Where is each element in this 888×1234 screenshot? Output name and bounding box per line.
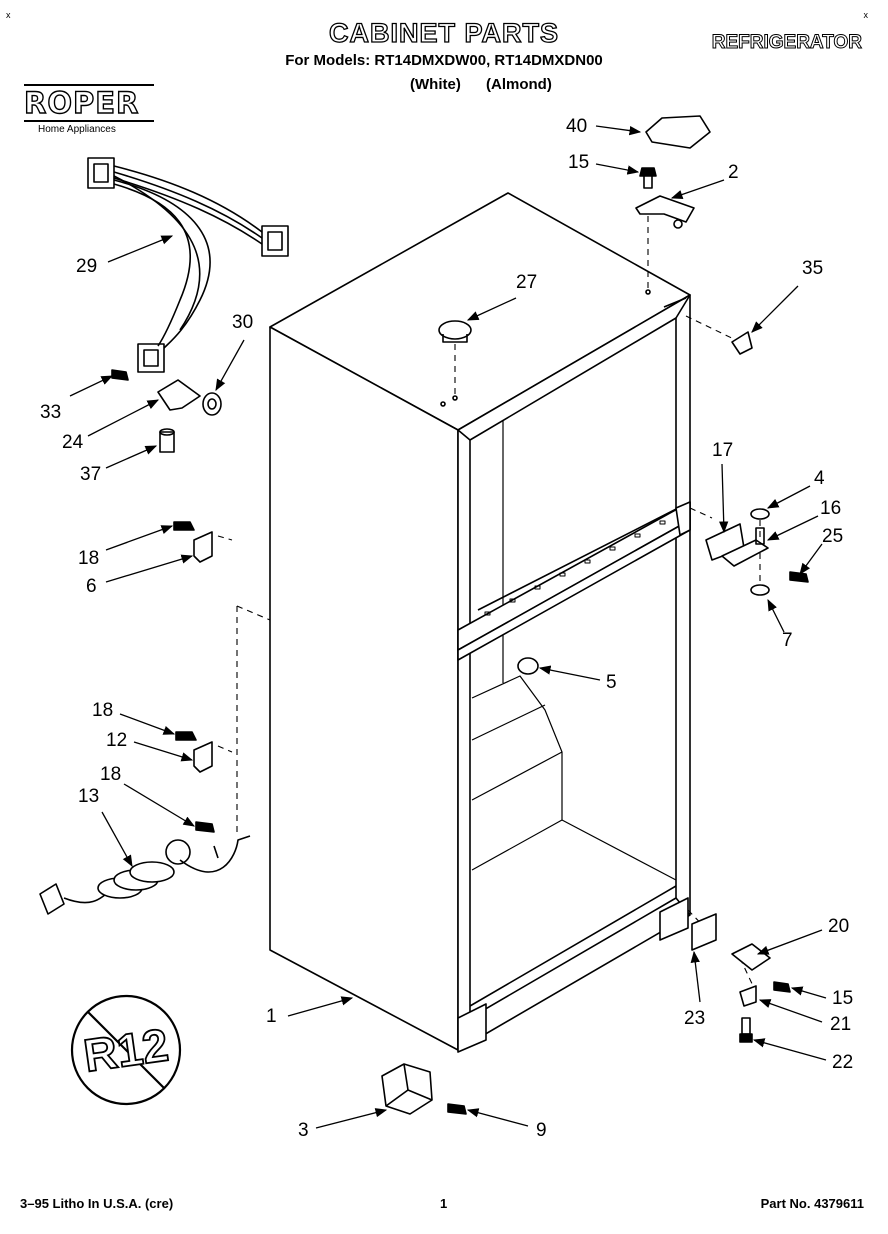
part-label-18-middle: 18	[92, 700, 114, 721]
part-label-40: 40	[566, 116, 588, 137]
part-18-screw-a	[173, 521, 195, 531]
part-number: Part No. 4379611	[760, 1196, 864, 1211]
part-label-23: 23	[684, 1008, 706, 1029]
part-6-clip	[193, 531, 213, 563]
divider-rail	[457, 501, 691, 661]
part-label-7: 7	[782, 630, 793, 651]
page-number: 1	[440, 1196, 448, 1211]
color-white: (White)	[410, 76, 461, 93]
part-label-27: 27	[516, 272, 538, 293]
r12-symbol	[70, 994, 182, 1106]
part-27-plug	[438, 320, 472, 340]
leader-lines	[69, 125, 827, 1129]
cabinet-shell	[269, 192, 691, 1051]
part-16-center-hinge	[721, 539, 769, 567]
footer-litho: 3–95 Litho In U.S.A. (cre)	[20, 1196, 174, 1211]
part-4-washer	[750, 508, 770, 520]
part-12-clip	[193, 741, 213, 773]
part-label-15-lower: 15	[832, 988, 854, 1009]
part-18-screw-c	[195, 821, 215, 833]
part-5-plug	[517, 657, 539, 675]
part-33-screw	[111, 369, 129, 381]
part-15-screw-lower	[773, 981, 791, 993]
color-almond: (Almond)	[486, 76, 552, 93]
part-13-power-cord	[39, 835, 251, 915]
part-label-9: 9	[536, 1120, 547, 1141]
logo-tagline: Home Appliances	[38, 124, 116, 135]
part-18-screw-b	[175, 731, 197, 741]
part-label-17: 17	[712, 440, 734, 461]
part-label-33: 33	[40, 402, 62, 423]
part-40-cover	[645, 115, 711, 149]
part-20-bottom-hinge	[731, 943, 771, 971]
part-label-1: 1	[266, 1006, 277, 1027]
corner-mark-left: x	[6, 10, 11, 20]
part-label-18-lower: 18	[100, 764, 122, 785]
page-title: CABINET PARTS	[328, 17, 559, 48]
part-30-grommet	[202, 392, 222, 416]
roper-logo: ROPER Home Appliances	[23, 82, 154, 135]
part-label-2: 2	[728, 162, 739, 183]
part-label-3: 3	[298, 1120, 309, 1141]
logo-bar-top	[24, 84, 154, 86]
part-label-5: 5	[606, 672, 617, 693]
r12-text: R12	[81, 1018, 172, 1081]
part-label-29: 29	[76, 256, 98, 277]
part-label-20: 20	[828, 916, 850, 937]
part-label-22: 22	[832, 1052, 854, 1073]
part-37-sleeve	[159, 431, 175, 453]
part-2-hinge	[635, 195, 695, 223]
part-label-18-upper: 18	[78, 548, 100, 569]
model-numbers: For Models: RT14DMXDW00, RT14DMXDN00	[285, 52, 603, 69]
part-29-harness	[87, 157, 289, 373]
part-label-35: 35	[802, 258, 824, 279]
logo-bar-bottom	[24, 120, 154, 122]
logo-brand: ROPER	[23, 86, 140, 120]
part-3-leveling-leg	[381, 1063, 433, 1115]
part-24-bracket	[157, 379, 201, 411]
dashed-guides	[217, 205, 761, 989]
cabinet-feet	[457, 897, 689, 1053]
part-7-washer	[750, 584, 770, 596]
part-label-12: 12	[106, 730, 128, 751]
part-label-24: 24	[62, 432, 84, 453]
part-23-pad	[691, 913, 717, 951]
part-label-21: 21	[830, 1014, 852, 1035]
part-9-screw	[447, 1103, 467, 1115]
part-label-13: 13	[78, 786, 100, 807]
corner-mark-right: x	[863, 10, 869, 20]
cabinet-interior	[471, 420, 677, 881]
part-label-4: 4	[814, 468, 825, 489]
appliance-category: REFRIGERATOR	[711, 32, 862, 54]
part-label-37: 37	[80, 464, 102, 485]
part-25-screw	[789, 571, 809, 583]
part-22-screw	[741, 1017, 751, 1035]
part-35-plug	[731, 331, 753, 355]
part-15-screw	[639, 167, 657, 189]
part-label-30: 30	[232, 312, 254, 333]
part-label-6: 6	[86, 576, 97, 597]
part-label-16: 16	[820, 498, 842, 519]
part-21-hinge-pin	[739, 985, 757, 1007]
part-label-15-top: 15	[568, 152, 590, 173]
part-label-25: 25	[822, 526, 844, 547]
